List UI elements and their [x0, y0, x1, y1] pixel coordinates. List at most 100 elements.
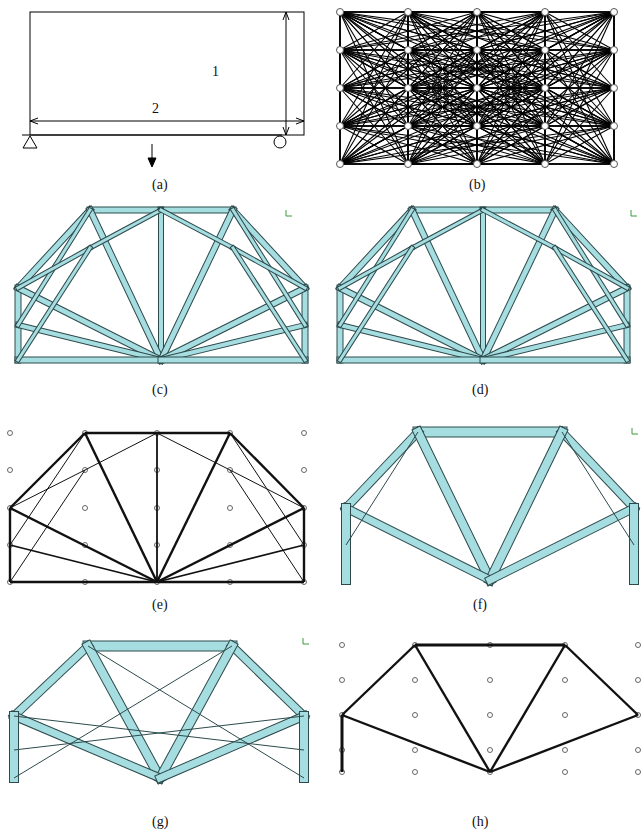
bar-outline [483, 210, 555, 248]
ground-bar [340, 12, 545, 50]
grid-node [542, 9, 549, 16]
grid-node [542, 85, 549, 92]
bar-member [340, 248, 412, 360]
bar-member [230, 470, 304, 508]
ground-bar [545, 12, 614, 164]
bar-outline [490, 508, 634, 580]
load-arrowhead [148, 158, 156, 167]
ground-bar [340, 50, 408, 88]
ground-bar [408, 50, 614, 88]
bar-member [412, 208, 483, 213]
ground-bar [340, 126, 614, 164]
ground-bar [408, 50, 614, 126]
bar-member [14, 716, 304, 750]
ground-bar [340, 50, 614, 164]
truss [14, 646, 304, 778]
grid-node [542, 47, 549, 54]
grid-node [405, 85, 412, 92]
grid-node [228, 506, 233, 511]
grid-node [413, 770, 418, 775]
ground-bar [340, 88, 545, 126]
truss [340, 643, 641, 775]
bar-member [412, 210, 483, 248]
ground-bar [340, 126, 545, 164]
bar-member [14, 646, 232, 778]
ground-bar [477, 12, 614, 164]
grid-node [337, 9, 344, 16]
grid-node [542, 123, 549, 130]
panel-caption: (b) [467, 177, 487, 192]
grid-node [488, 678, 493, 683]
bar-member [300, 716, 308, 778]
bar-outline [555, 210, 627, 288]
dimension-line [30, 121, 304, 122]
ground-bar [408, 88, 614, 164]
bar-outline [555, 248, 627, 360]
ground-bar [545, 50, 614, 126]
bar-member [342, 645, 415, 715]
ground-bar [408, 88, 614, 126]
ground-bar [408, 49, 614, 50]
bar-outline [629, 508, 639, 580]
grid-node [340, 678, 345, 683]
grid-node [83, 506, 88, 511]
bar-outline [412, 210, 483, 248]
bar-member [230, 433, 304, 545]
bar-member [85, 433, 157, 582]
bar-member [565, 645, 638, 715]
bar-outline [299, 716, 309, 778]
grid-node [474, 47, 481, 54]
bar-member [340, 210, 412, 288]
bar-member [161, 358, 305, 363]
ground-bar [340, 12, 545, 50]
ground-bar [340, 50, 614, 88]
ground-bar [408, 12, 614, 88]
bar-member [230, 433, 304, 508]
bar-outline [483, 207, 555, 214]
bar-outline [480, 210, 486, 360]
bar-outline [18, 248, 90, 360]
bar-member [490, 715, 638, 772]
dimension-label: 1 [210, 64, 221, 79]
ground-bar [477, 126, 614, 164]
bar-member [85, 432, 157, 434]
axis-marks [286, 210, 638, 644]
bar-outline [18, 210, 90, 288]
bar-member [562, 432, 634, 508]
bar-member [14, 716, 304, 750]
ground-bar [340, 50, 477, 164]
ground-bar [408, 125, 614, 126]
bar-member [157, 432, 230, 434]
ground-bar [340, 126, 477, 164]
ground-bar [545, 126, 614, 164]
ground-bar [545, 50, 614, 126]
bar-outline [232, 646, 304, 716]
grid-node [302, 468, 307, 473]
bar-outline [483, 357, 627, 364]
bar-outline [340, 210, 412, 288]
ground-bar [340, 126, 545, 164]
bar-member [415, 645, 490, 772]
bar-member [157, 433, 230, 470]
bar-outline [14, 646, 88, 716]
panel-caption: (c) [150, 382, 170, 397]
ground-bar [545, 126, 614, 164]
panel-caption: (f) [471, 597, 489, 612]
bar-member [630, 508, 638, 580]
ground-bar [340, 12, 408, 50]
dimension-arrow [283, 127, 289, 135]
bar-member [342, 715, 490, 772]
grid-node [337, 161, 344, 168]
bar-member [342, 508, 350, 580]
bar-outline [18, 357, 161, 364]
ground-structure [337, 9, 618, 168]
design-domain [22, 12, 304, 167]
ground-bar [408, 126, 614, 164]
bar-member [14, 646, 88, 716]
bar-member [481, 210, 485, 360]
bar-outline [161, 207, 233, 214]
truss [18, 210, 305, 360]
bar-member [18, 358, 161, 363]
bar-outline [90, 210, 161, 360]
truss [346, 432, 634, 580]
